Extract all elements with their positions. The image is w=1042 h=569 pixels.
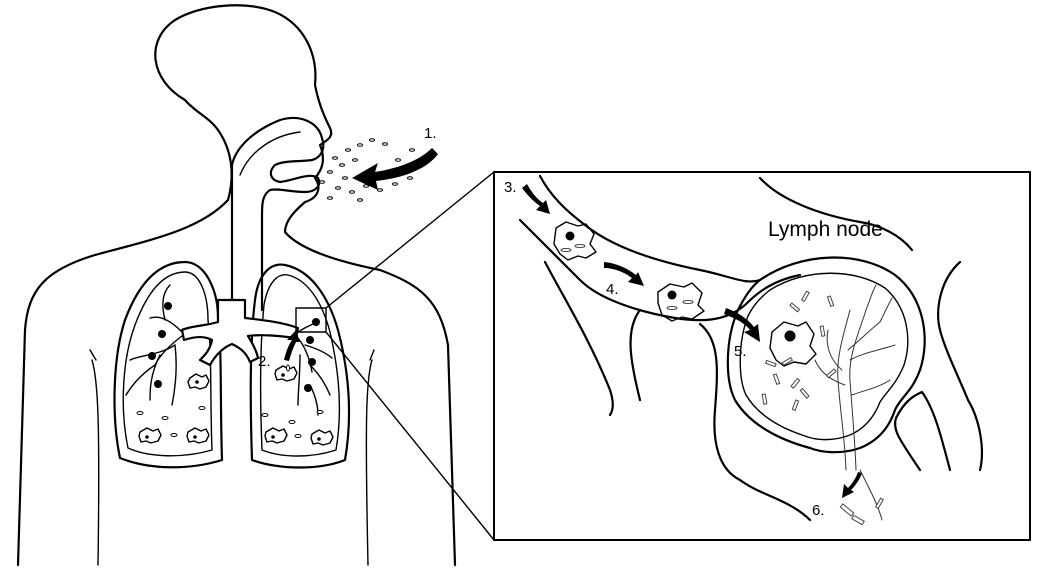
left-lung bbox=[115, 262, 222, 467]
nasal-cavity-outer bbox=[232, 118, 323, 310]
step2-label: 2. bbox=[258, 353, 271, 370]
node-dot bbox=[154, 380, 162, 388]
macrophage bbox=[275, 366, 297, 381]
macrophage-step5-nucleus bbox=[785, 331, 796, 342]
node-dot bbox=[164, 302, 172, 310]
droplet bbox=[396, 159, 401, 162]
zoom-line-bottom bbox=[326, 332, 494, 540]
droplet bbox=[408, 177, 413, 180]
right-branch-3 bbox=[305, 345, 332, 358]
particle bbox=[137, 412, 143, 415]
droplet bbox=[410, 149, 415, 152]
droplet bbox=[340, 164, 345, 167]
droplet bbox=[328, 197, 333, 200]
droplet bbox=[358, 199, 363, 202]
macrophage-step3-nucleus bbox=[566, 232, 575, 241]
droplet bbox=[333, 157, 338, 160]
droplet bbox=[370, 139, 375, 142]
left-branch-7 bbox=[172, 345, 176, 405]
droplet bbox=[336, 187, 341, 190]
macrophage-nucleus bbox=[281, 373, 285, 377]
macrophage-nucleus bbox=[193, 435, 197, 439]
left-branch-3 bbox=[155, 336, 182, 365]
particle bbox=[162, 417, 168, 420]
step1-label: 1. bbox=[424, 125, 437, 142]
left-inner-arm bbox=[92, 360, 99, 565]
droplet bbox=[320, 181, 325, 184]
right-torso-line bbox=[370, 350, 374, 360]
particle bbox=[171, 434, 177, 437]
droplet bbox=[346, 149, 351, 152]
macrophage-nucleus bbox=[271, 435, 275, 439]
droplet bbox=[383, 143, 388, 146]
right-branch-5 bbox=[298, 355, 300, 405]
particle bbox=[199, 407, 205, 410]
node-dot bbox=[308, 358, 316, 366]
droplet bbox=[343, 177, 348, 180]
droplet bbox=[358, 144, 363, 147]
zoom-region-box bbox=[296, 308, 326, 332]
macrophage-step4-nucleus bbox=[668, 291, 677, 300]
right-arm-line bbox=[448, 345, 455, 565]
droplet bbox=[393, 183, 398, 186]
macrophage bbox=[187, 428, 209, 443]
right-inner-arm bbox=[366, 360, 372, 565]
lymph-node-label: Lymph node bbox=[768, 218, 883, 241]
droplet bbox=[328, 171, 333, 174]
macrophage bbox=[139, 428, 161, 443]
particle bbox=[289, 421, 295, 424]
step4-label: 4. bbox=[606, 281, 619, 298]
node-dot bbox=[158, 330, 166, 338]
node-dot bbox=[148, 352, 156, 360]
particle bbox=[317, 411, 323, 414]
bacterium bbox=[561, 249, 571, 252]
bacterium bbox=[683, 301, 693, 304]
bacterium bbox=[667, 307, 677, 310]
macrophage bbox=[265, 428, 287, 443]
node-dot bbox=[312, 318, 320, 326]
macrophage-nucleus bbox=[145, 435, 149, 439]
left-branch-5 bbox=[150, 355, 160, 400]
node-dot bbox=[306, 336, 314, 344]
left-branch-1 bbox=[150, 317, 182, 332]
droplet bbox=[350, 191, 355, 194]
macrophage-nucleus bbox=[195, 380, 199, 384]
step5-label: 5. bbox=[734, 343, 747, 360]
lung-macrophages bbox=[139, 366, 333, 445]
node-dot bbox=[304, 384, 312, 392]
macrophage-nucleus bbox=[317, 437, 321, 441]
particle bbox=[287, 365, 290, 371]
step6-label: 6. bbox=[812, 502, 825, 519]
step3-label: 3. bbox=[504, 179, 517, 196]
bronchus-shape bbox=[182, 300, 298, 365]
macrophage bbox=[311, 430, 333, 445]
human-body bbox=[18, 5, 455, 565]
left-lung-outer bbox=[115, 262, 222, 467]
droplet bbox=[353, 159, 358, 162]
particle bbox=[295, 435, 301, 438]
left-torso-line bbox=[90, 350, 96, 360]
particle bbox=[262, 414, 268, 417]
airway bbox=[218, 118, 323, 322]
bronchial-tree bbox=[126, 285, 332, 415]
droplet bbox=[378, 189, 383, 192]
bacterium bbox=[575, 245, 585, 248]
left-lung-inner bbox=[123, 272, 212, 456]
